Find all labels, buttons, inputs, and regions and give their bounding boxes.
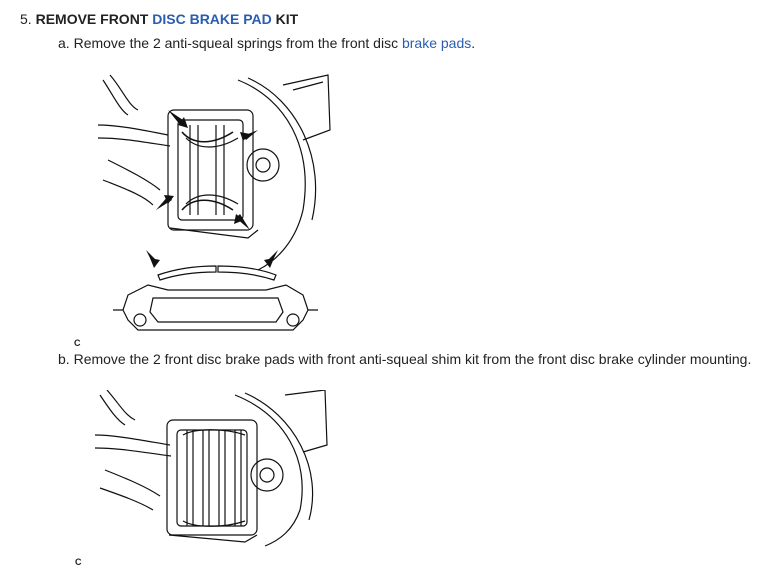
step-number: 5. — [20, 11, 32, 27]
substep-a-end: . — [471, 35, 476, 51]
step-suffix: KIT — [275, 11, 299, 27]
substep-b-text: Remove the 2 front disc brake pads with … — [73, 351, 752, 367]
disc-brake-pad-link[interactable]: DISC BRAKE PAD — [152, 11, 272, 27]
step-prefix: REMOVE FRONT — [35, 11, 149, 27]
figure-a-code: C — [74, 338, 81, 348]
substep-a-letter: a. — [58, 35, 70, 51]
brake-pads-link[interactable]: brake pads — [401, 35, 472, 51]
step-title: 5. REMOVE FRONT DISC BRAKE PAD KIT — [20, 10, 298, 28]
substep-b-letter: b. — [58, 351, 70, 367]
figure-b-code: C — [75, 557, 82, 567]
brake-pad-removal-illustration — [95, 390, 340, 550]
anti-squeal-spring-illustration — [98, 70, 338, 340]
substep-a-text: Remove the 2 anti-squeal springs from th… — [73, 35, 399, 51]
substep-a: a. Remove the 2 anti-squeal springs from… — [58, 34, 475, 52]
substep-b: b. Remove the 2 front disc brake pads wi… — [58, 350, 751, 368]
